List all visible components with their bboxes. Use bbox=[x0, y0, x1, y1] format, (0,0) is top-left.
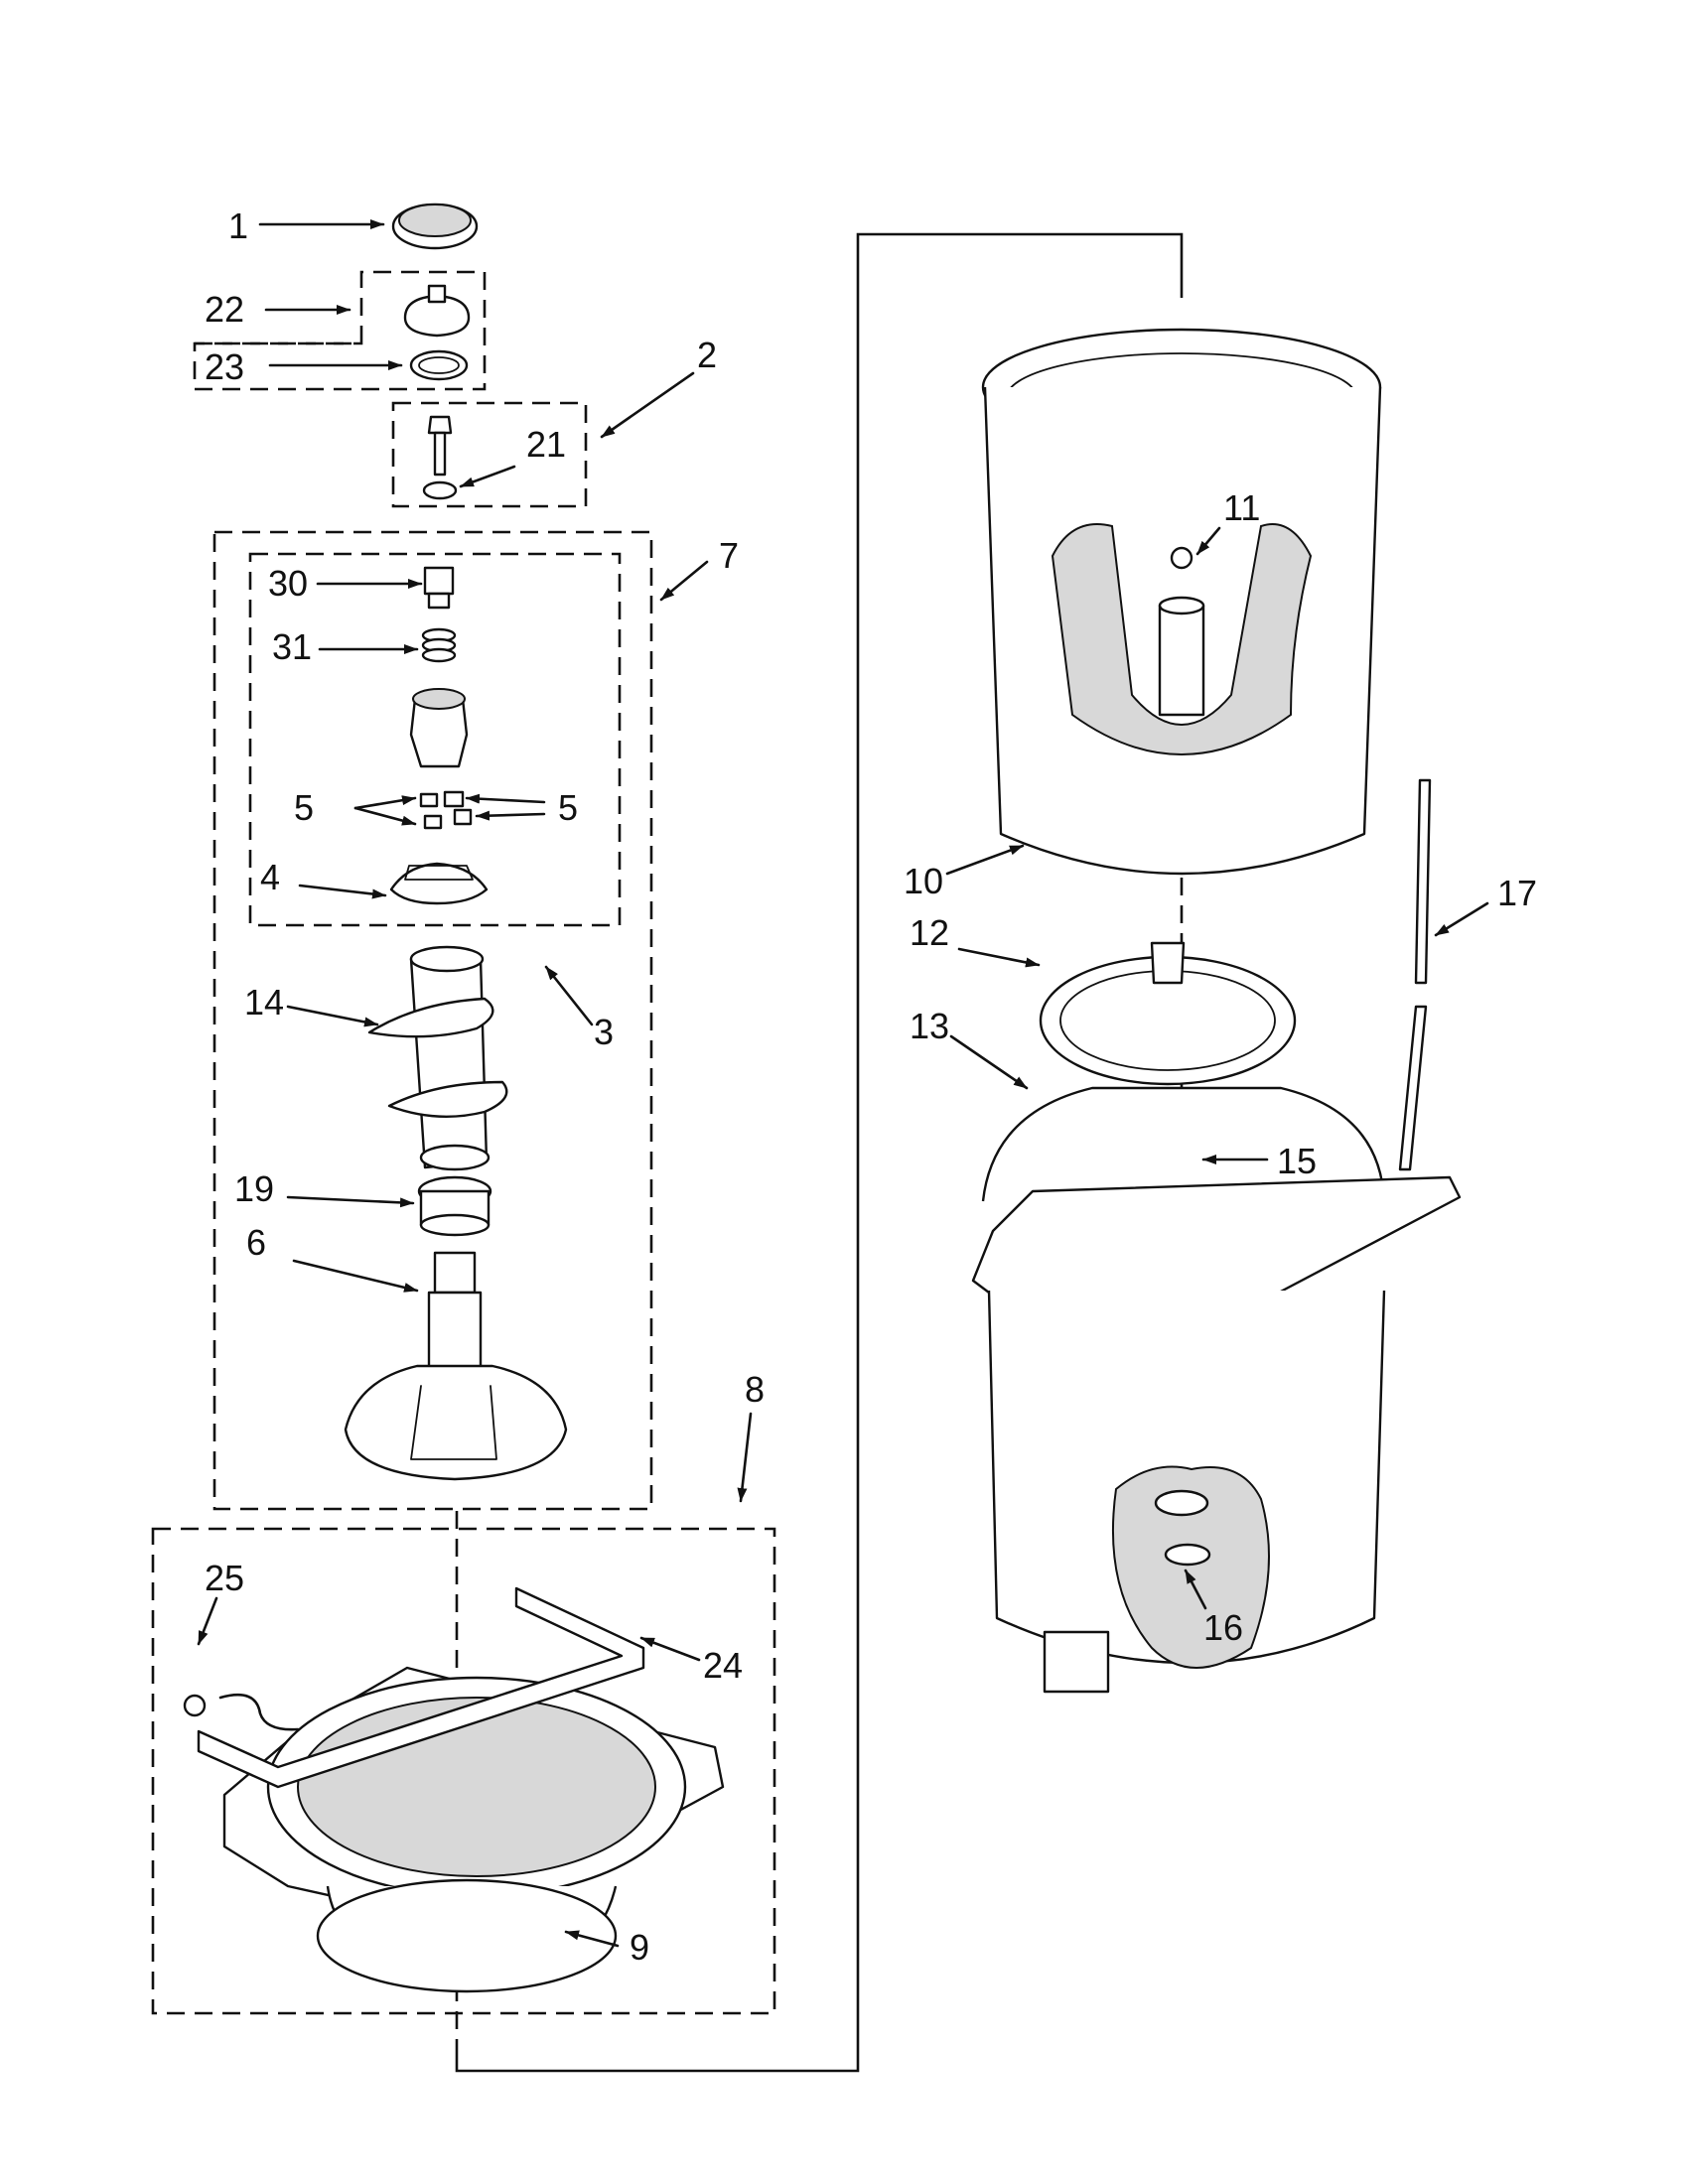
callout-8: 8 bbox=[745, 1369, 765, 1410]
part-25-clip bbox=[183, 1693, 300, 1731]
callout-4: 4 bbox=[260, 857, 280, 897]
box-2 bbox=[391, 401, 588, 508]
connector-line bbox=[455, 232, 1184, 2073]
callout-23: 23 bbox=[205, 346, 244, 387]
callout-16: 16 bbox=[1203, 1607, 1243, 1648]
part-13-tub bbox=[971, 1086, 1462, 1694]
callout-21: 21 bbox=[526, 424, 566, 465]
leaders bbox=[197, 219, 1489, 1948]
part-23-ring bbox=[409, 349, 469, 381]
part-6-base bbox=[344, 1251, 568, 1481]
box-3 bbox=[248, 552, 622, 927]
part-1-cap bbox=[391, 203, 479, 250]
callout-15: 15 bbox=[1277, 1141, 1317, 1181]
callout-12: 12 bbox=[910, 912, 949, 953]
part-10-basket bbox=[981, 328, 1382, 876]
part-31-spring bbox=[421, 627, 457, 663]
callout-3: 3 bbox=[594, 1012, 614, 1052]
callout-14: 14 bbox=[244, 982, 284, 1023]
callout-2: 2 bbox=[697, 335, 717, 375]
cam-body bbox=[409, 688, 469, 768]
callout-22: 22 bbox=[205, 289, 244, 330]
part-22 bbox=[403, 284, 471, 338]
box-8 bbox=[151, 1527, 776, 2015]
callout-6: 6 bbox=[246, 1222, 266, 1263]
part-14-auger bbox=[367, 945, 508, 1171]
callout-17: 17 bbox=[1497, 873, 1537, 913]
callout-13: 13 bbox=[910, 1006, 949, 1046]
part-12-ring bbox=[1039, 941, 1297, 1086]
callout-labels: 1 2 3 4 5 5 6 7 8 9 10 11 12 13 14 15 16… bbox=[205, 205, 1537, 1968]
callout-11: 11 bbox=[1223, 487, 1260, 528]
part-5-dogs bbox=[419, 790, 473, 830]
callout-5a: 5 bbox=[294, 787, 314, 828]
part-21-bolt bbox=[422, 415, 458, 500]
callout-25: 25 bbox=[205, 1558, 244, 1598]
callout-19: 19 bbox=[234, 1168, 274, 1209]
callout-31: 31 bbox=[272, 626, 312, 667]
part-4 bbox=[389, 862, 489, 905]
part-24-bracket bbox=[197, 1586, 645, 1789]
callout-9: 9 bbox=[630, 1927, 649, 1968]
part-19 bbox=[417, 1175, 492, 1237]
callout-5b: 5 bbox=[558, 787, 578, 828]
callout-30: 30 bbox=[268, 563, 308, 604]
callout-10: 10 bbox=[904, 861, 943, 901]
callout-24: 24 bbox=[703, 1645, 743, 1686]
callout-1: 1 bbox=[228, 205, 248, 246]
part-17-hose bbox=[1398, 778, 1432, 1171]
callout-7: 7 bbox=[719, 535, 739, 576]
box-7 bbox=[212, 530, 653, 1511]
part-30 bbox=[423, 566, 455, 610]
